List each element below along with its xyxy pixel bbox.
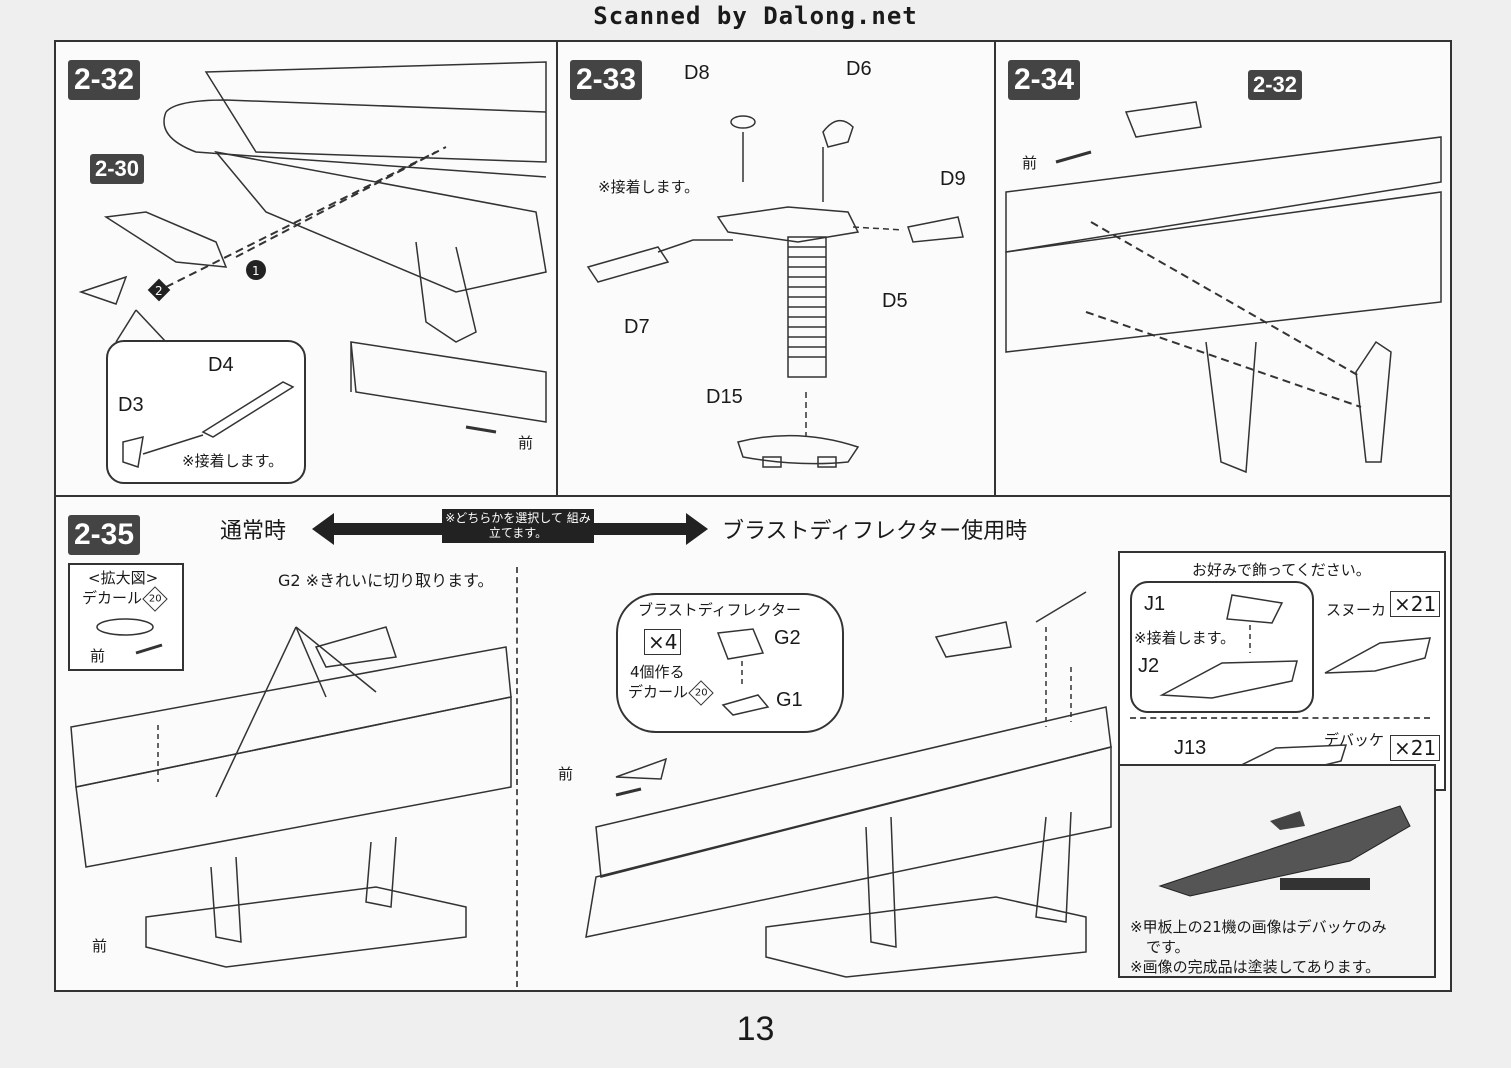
detail-bubble: D4 D3 ※接着します。 bbox=[106, 340, 306, 484]
snuka-fighter bbox=[1324, 637, 1431, 674]
instruction-frame: 2-32 2-30 1 2 bbox=[54, 40, 1452, 992]
ship-deflector-drawing bbox=[585, 591, 1112, 978]
zoom-part bbox=[96, 618, 163, 655]
step-badge: 2-35 bbox=[68, 515, 141, 555]
zoom-front: 前 bbox=[90, 647, 106, 665]
mode-normal-label: 通常時 bbox=[220, 518, 287, 543]
mode-deflector-label: ブラストディフレクター使用時 bbox=[722, 518, 1028, 543]
deflector-decal-text: デカール bbox=[628, 683, 689, 701]
part-label-d7: D7 bbox=[624, 316, 650, 338]
part-label-j2: J2 bbox=[1138, 655, 1160, 677]
front-left-label: 前 bbox=[92, 937, 108, 955]
part-label-j13: J13 bbox=[1174, 737, 1207, 759]
ref-step-badge: 2-30 bbox=[90, 154, 145, 184]
part-label-d8: D8 bbox=[684, 62, 710, 84]
snuka-qty: ×21 bbox=[1390, 591, 1441, 617]
snuka-parts bbox=[1159, 594, 1298, 699]
svg-text:2: 2 bbox=[155, 284, 163, 298]
ship-illustration: 1 2 bbox=[78, 61, 547, 434]
part-label-d6: D6 bbox=[846, 58, 872, 80]
part-label-d5: D5 bbox=[882, 290, 908, 312]
part-label-g1: G1 bbox=[776, 689, 803, 711]
part-label-d4: D4 bbox=[208, 354, 234, 376]
finished-photo: ※甲板上の21機の画像はデバッケのみ です。 ※画像の完成品は塗装してあります。 bbox=[1118, 764, 1436, 978]
svg-text:1: 1 bbox=[252, 264, 260, 278]
choice-note: ※どちらかを選択して 組み立てます。 bbox=[442, 509, 594, 543]
debakke-qty: ×21 bbox=[1390, 735, 1441, 761]
photo-note-1b: です。 bbox=[1146, 938, 1190, 956]
part-label-d9: D9 bbox=[940, 168, 966, 190]
panel-2-33: 2-33 D8 D6 D9 ※接着します。 D7 D5 D15 bbox=[558, 42, 996, 497]
zoom-decal-text: デカール bbox=[82, 589, 143, 607]
option-title: お好みで飾ってください。 bbox=[1192, 561, 1371, 579]
part-label-d15: D15 bbox=[706, 386, 743, 408]
deflector-x4: ×4 bbox=[644, 629, 682, 655]
photo-note-1: ※甲板上の21機の画像はデバッケのみ bbox=[1130, 918, 1387, 936]
finished-ship-image bbox=[1158, 805, 1411, 897]
ship-normal-drawing bbox=[70, 626, 512, 968]
front-mid-label: 前 bbox=[558, 765, 574, 783]
deflector-make: 4個作る bbox=[630, 663, 685, 681]
panel-2-34: 2-34 2-32 前 bbox=[996, 42, 1450, 497]
g2-cut-note: G2 ※きれいに切り取ります。 bbox=[278, 571, 494, 590]
d5-assembly-drawing bbox=[586, 115, 964, 468]
part-label-g2: G2 bbox=[774, 627, 801, 649]
option-divider bbox=[1130, 717, 1430, 719]
panel-2-32: 2-32 2-30 1 2 bbox=[56, 42, 558, 497]
zoom-title: <拡大図> bbox=[88, 569, 159, 587]
front-label: 前 bbox=[518, 434, 534, 452]
part-label-j1: J1 bbox=[1144, 593, 1166, 615]
step-badge: 2-33 bbox=[570, 60, 643, 100]
scan-credit: Scanned by Dalong.net bbox=[593, 2, 918, 30]
glue-note: ※接着します。 bbox=[1134, 629, 1236, 647]
page-number: 13 bbox=[736, 1010, 775, 1048]
front-label: 前 bbox=[1022, 154, 1038, 172]
debakke-label: デバッケ bbox=[1324, 731, 1385, 749]
glue-note: ※接着します。 bbox=[598, 178, 700, 196]
deflector-title: ブラストディフレクター bbox=[638, 601, 802, 619]
snuka-bubble: J1 ※接着します。 J2 bbox=[1130, 581, 1314, 713]
part-label-d3: D3 bbox=[118, 394, 144, 416]
ref-step-badge: 2-32 bbox=[1248, 70, 1303, 100]
glue-note: ※接着します。 bbox=[182, 452, 284, 470]
snuka-label: スヌーカ bbox=[1326, 601, 1387, 619]
ship-deck-drawing bbox=[1005, 101, 1442, 474]
option-box: お好みで飾ってください。 J1 ※接着します。 J2 スヌーカ ×21 bbox=[1118, 551, 1446, 791]
step-badge: 2-34 bbox=[1008, 60, 1081, 100]
panel-2-35: 2-35 通常時 ※どちらかを選択して 組み立てます。 ブラストディフレクター使… bbox=[56, 497, 1450, 990]
step-badge: 2-32 bbox=[68, 60, 141, 100]
d4-part-drawing bbox=[122, 381, 295, 468]
mode-divider bbox=[516, 567, 518, 987]
photo-note-2: ※画像の完成品は塗装してあります。 bbox=[1130, 958, 1381, 976]
deflector-parts bbox=[716, 628, 770, 716]
